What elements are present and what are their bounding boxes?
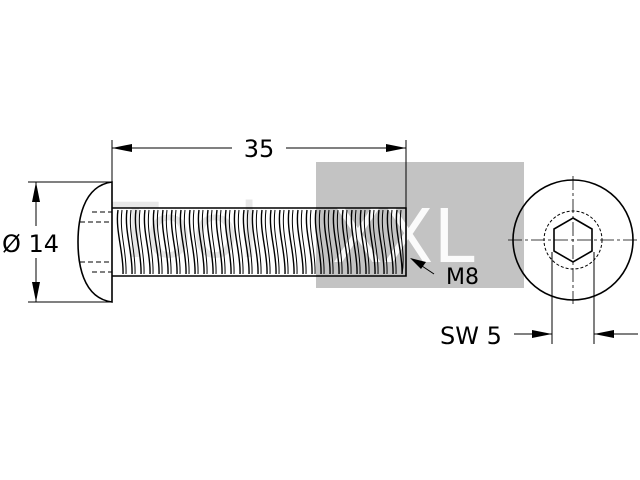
thread-stroke [251,209,259,275]
thread-stroke [125,209,133,275]
wrench-size-label: SW 5 [440,322,502,350]
thread-stroke [341,209,349,275]
thread-stroke [390,209,397,275]
thread-stroke [260,209,268,275]
thread-stroke [336,209,343,275]
thread-leader [410,258,435,275]
thread-stroke [143,209,151,275]
thread-stroke [327,209,334,275]
thread-stroke [201,209,208,275]
thread-stroke [399,209,404,275]
thread-stroke [386,209,394,275]
thread-stroke [165,209,172,275]
thread-stroke [278,209,286,275]
length-label: 35 [244,135,275,163]
thread-stroke [287,209,295,275]
thread-stroke [269,209,277,275]
screw-shank [112,207,407,277]
thread-stroke [206,209,214,275]
thread-stroke [188,209,196,275]
thread-stroke [282,209,289,275]
thread-stroke [228,209,235,275]
thread-stroke [134,209,142,275]
thread-stroke [179,209,187,275]
thread-stroke [129,209,136,275]
thread-stroke [350,209,358,275]
thread-stroke [363,209,370,275]
thread-stroke [377,209,385,275]
thread-stroke [332,209,340,275]
thread-stroke [255,209,262,275]
thread-stroke [237,209,244,275]
screw-end-view [508,176,638,304]
thread-stroke [345,209,352,275]
thread-stroke [246,209,253,275]
thread-stroke [242,209,250,275]
thread-stroke [300,209,307,275]
thread-stroke [291,209,298,275]
thread-stroke [395,209,403,275]
thread-stroke [368,209,376,275]
thread-stroke [174,209,181,275]
screw-head [77,181,113,303]
thread-stroke [192,209,199,275]
thread-stroke [264,209,271,275]
thread-stroke [233,209,241,275]
diameter-label: Ø 14 [2,230,59,258]
thread-stroke [309,209,316,275]
thread-stroke [152,209,160,275]
thread-stroke [156,209,163,275]
screw-side-view [77,181,407,303]
thread-stroke [224,209,232,275]
thread-stroke [183,209,190,275]
thread-stroke [147,209,154,275]
thread-stroke [170,209,178,275]
thread-stroke [318,209,325,275]
thread-stroke [305,209,313,275]
thread-stroke [138,209,145,275]
thread-stroke [116,209,124,275]
thread-stroke [323,209,331,275]
thread-stroke [372,209,379,275]
thread-stroke [215,209,223,275]
thread-stroke [273,209,280,275]
thread-stroke [354,209,361,275]
wrench-size-dimension [514,252,638,344]
thread-stroke [210,209,217,275]
length-dimension [111,140,407,208]
thread-label: M8 [446,265,479,290]
thread-stroke [120,209,127,275]
diameter-dimension [28,181,112,303]
thread-stroke [381,209,388,275]
thread-stroke [296,209,304,275]
thread-stroke [359,209,367,275]
thread-stroke [197,209,205,275]
thread-stroke [219,209,226,275]
thread-stroke [161,209,169,275]
thread-hatching [116,209,404,275]
thread-stroke [314,209,322,275]
